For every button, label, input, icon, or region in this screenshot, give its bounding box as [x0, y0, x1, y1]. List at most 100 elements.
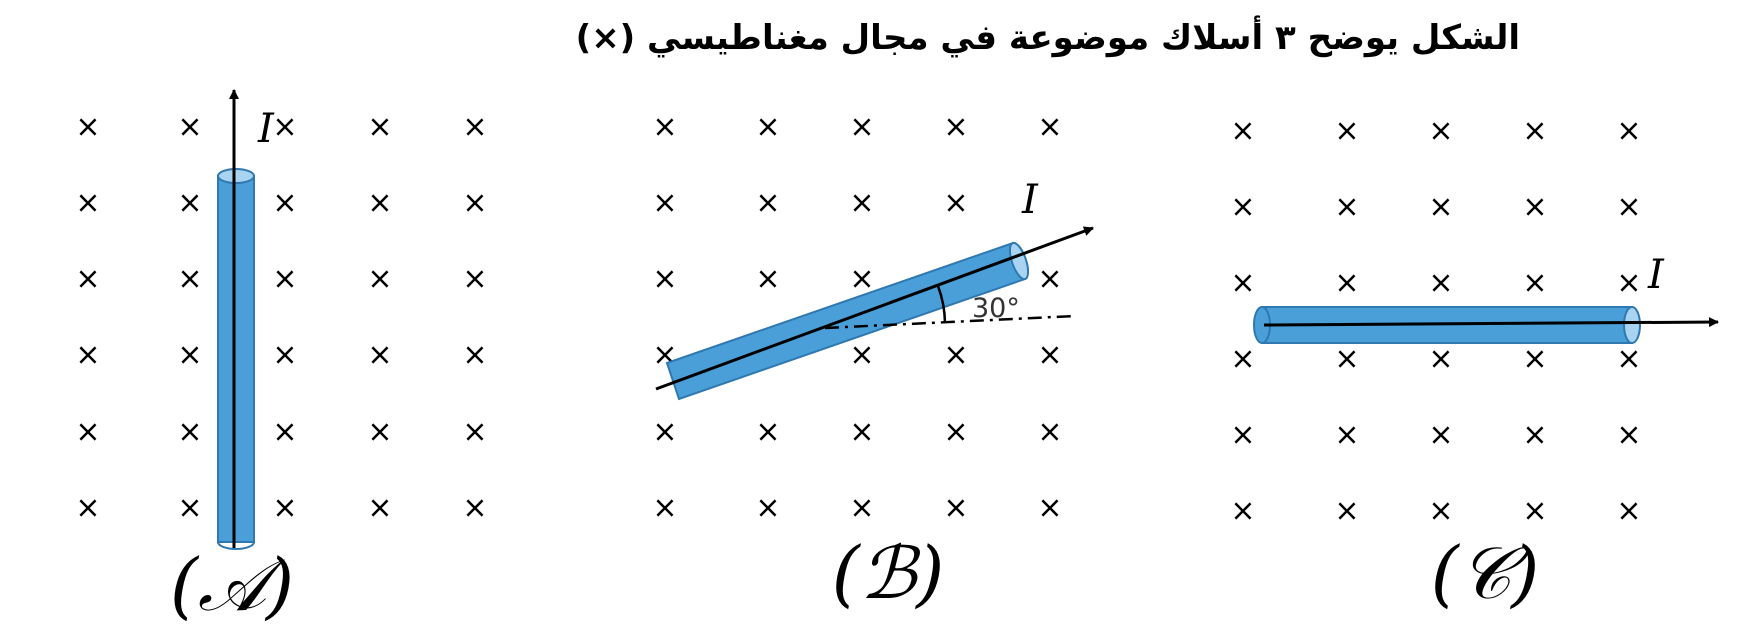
field-cross: ×: [1428, 494, 1453, 529]
figure-title: الشكل يوضح ٣ أسلاك موضوعة في مجال مغناطي…: [575, 18, 1520, 58]
field-cross: ×: [177, 186, 202, 221]
field-cross: ×: [367, 262, 392, 297]
field-grid-c: ××××××××××××××××××××××××××××××: [1230, 114, 1641, 529]
field-cross: ×: [652, 491, 677, 526]
field-cross: ×: [272, 338, 297, 373]
field-cross: ×: [462, 110, 487, 145]
field-cross: ×: [849, 338, 874, 373]
field-cross: ×: [1616, 418, 1641, 453]
field-cross: ×: [1037, 491, 1062, 526]
field-cross: ×: [849, 110, 874, 145]
field-cross: ×: [1616, 494, 1641, 529]
field-cross: ×: [1230, 190, 1255, 225]
field-cross: ×: [652, 110, 677, 145]
field-cross: ×: [1522, 190, 1547, 225]
current-label-c: I: [1647, 252, 1665, 298]
current-label-a: I: [257, 106, 275, 152]
field-cross: ×: [1522, 494, 1547, 529]
field-cross: ×: [943, 338, 968, 373]
angle-arc: [936, 285, 947, 324]
field-cross: ×: [367, 491, 392, 526]
field-cross: ×: [849, 186, 874, 221]
field-cross: ×: [367, 338, 392, 373]
field-cross: ×: [177, 415, 202, 450]
field-cross: ×: [1616, 342, 1641, 377]
field-cross: ×: [1334, 266, 1359, 301]
current-label-b: I: [1021, 177, 1039, 223]
field-cross: ×: [1616, 190, 1641, 225]
reference-dashed-line: [824, 314, 1076, 330]
field-cross: ×: [1428, 342, 1453, 377]
field-cross: ×: [1230, 494, 1255, 529]
field-cross: ×: [367, 415, 392, 450]
field-cross: ×: [1230, 342, 1255, 377]
field-cross: ×: [755, 491, 780, 526]
field-cross: ×: [943, 415, 968, 450]
field-cross: ×: [943, 491, 968, 526]
field-cross: ×: [1037, 262, 1062, 297]
panel-label-a: (𝒜): [170, 543, 294, 627]
current-arrow-c: [1263, 317, 1719, 328]
field-cross: ×: [75, 415, 100, 450]
field-cross: ×: [462, 262, 487, 297]
wire-a: [217, 168, 255, 550]
field-cross: ×: [849, 491, 874, 526]
field-cross: ×: [1428, 114, 1453, 149]
field-cross: ×: [1334, 342, 1359, 377]
panel-a: ×××××××××××××××××××××××××××××× I (𝒜): [75, 89, 488, 627]
field-cross: ×: [652, 186, 677, 221]
field-cross: ×: [652, 415, 677, 450]
field-cross: ×: [1334, 190, 1359, 225]
field-cross: ×: [462, 186, 487, 221]
panel-label-c: (𝒞): [1431, 531, 1540, 615]
field-cross: ×: [177, 110, 202, 145]
field-cross: ×: [177, 262, 202, 297]
field-cross: ×: [75, 186, 100, 221]
current-arrow-b: [655, 226, 1094, 391]
wire-b: [665, 241, 1030, 401]
field-cross: ×: [462, 338, 487, 373]
field-cross: ×: [367, 186, 392, 221]
field-cross: ×: [272, 491, 297, 526]
angle-label: 30°: [972, 293, 1020, 324]
field-cross: ×: [75, 110, 100, 145]
field-cross: ×: [755, 415, 780, 450]
field-cross: ×: [75, 262, 100, 297]
field-cross: ×: [75, 338, 100, 373]
field-cross: ×: [272, 110, 297, 145]
field-cross: ×: [755, 186, 780, 221]
field-cross: ×: [652, 262, 677, 297]
field-cross: ×: [1428, 418, 1453, 453]
panel-label-b: (ℬ): [832, 531, 945, 615]
field-cross: ×: [1037, 338, 1062, 373]
field-cross: ×: [943, 110, 968, 145]
field-cross: ×: [272, 186, 297, 221]
field-cross: ×: [177, 338, 202, 373]
field-cross: ×: [367, 110, 392, 145]
field-cross: ×: [272, 415, 297, 450]
field-cross: ×: [1037, 110, 1062, 145]
field-cross: ×: [1522, 114, 1547, 149]
field-cross: ×: [849, 262, 874, 297]
field-cross: ×: [1428, 266, 1453, 301]
panel-c: ×××××××××××××××××××××××××××××× I (𝒞): [1230, 114, 1719, 615]
field-cross: ×: [462, 415, 487, 450]
field-cross: ×: [75, 491, 100, 526]
field-cross: ×: [1230, 114, 1255, 149]
field-cross: ×: [1230, 266, 1255, 301]
field-cross: ×: [177, 491, 202, 526]
field-cross: ×: [755, 262, 780, 297]
field-grid-b: ×××××××××××××××××××××××××××××: [652, 110, 1062, 526]
field-cross: ×: [755, 110, 780, 145]
field-cross: ×: [943, 186, 968, 221]
field-cross: ×: [1522, 418, 1547, 453]
field-cross: ×: [849, 415, 874, 450]
field-cross: ×: [1616, 266, 1641, 301]
field-cross: ×: [1230, 418, 1255, 453]
field-cross: ×: [1522, 342, 1547, 377]
field-cross: ×: [1334, 494, 1359, 529]
field-cross: ×: [1334, 418, 1359, 453]
field-cross: ×: [462, 491, 487, 526]
field-cross: ×: [1428, 190, 1453, 225]
